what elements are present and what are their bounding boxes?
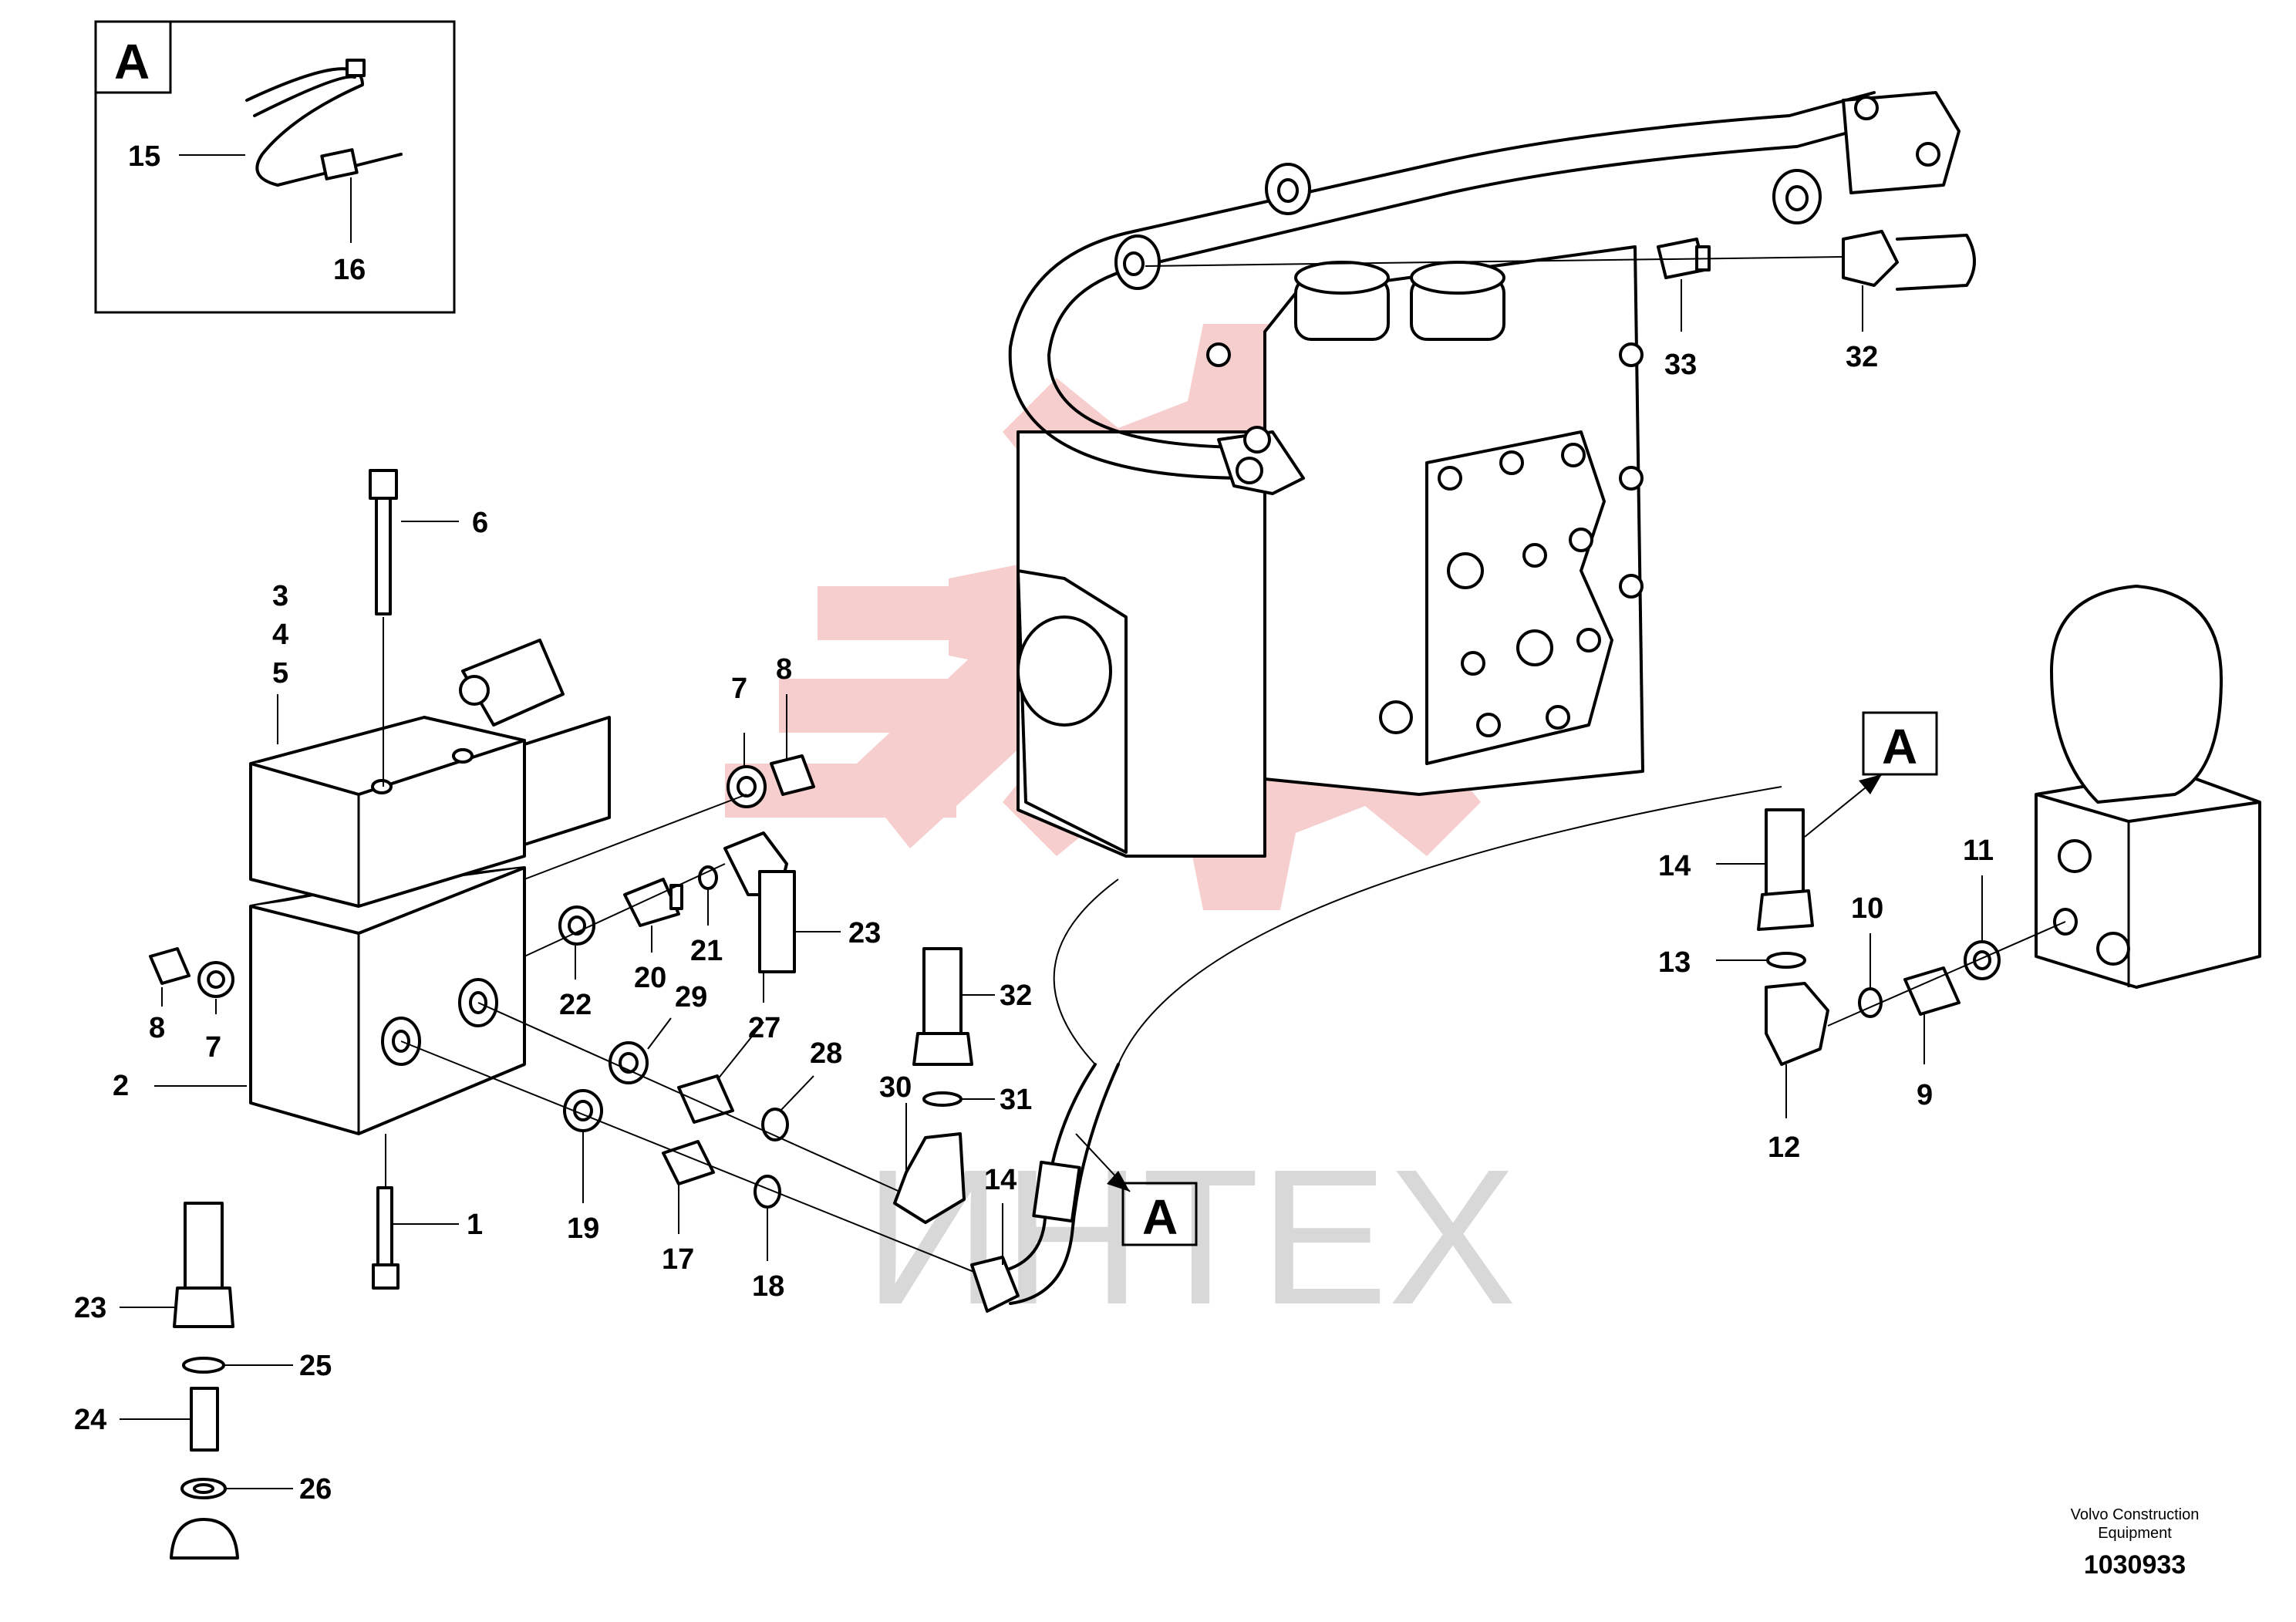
callout-9: 9 [1917, 1079, 1933, 1111]
callout-12: 12 [1768, 1131, 1800, 1164]
callout-33: 33 [1664, 349, 1697, 381]
callout-18: 18 [752, 1270, 784, 1303]
fitting-27-lower [677, 1074, 734, 1124]
callout-1: 1 [467, 1209, 483, 1241]
hose-23-lower [173, 1202, 234, 1328]
callout-8-left: 8 [149, 1012, 165, 1044]
fitting-24 [190, 1387, 219, 1452]
cable-tie-icon [245, 59, 403, 187]
elbow-27 [723, 831, 796, 973]
accumulator-block [2035, 585, 2261, 989]
callout-14-center: 14 [984, 1164, 1017, 1196]
callout-10: 10 [1851, 892, 1883, 925]
solenoid-valve [249, 639, 611, 1135]
callout-7-right: 7 [731, 673, 747, 705]
callout-3: 3 [272, 580, 288, 612]
callout-20: 20 [634, 962, 666, 994]
washer-22 [558, 905, 595, 946]
credit-line-1: Volvo Construction [2071, 1506, 2200, 1523]
callout-30: 30 [879, 1071, 912, 1104]
bolt-1 [372, 1186, 400, 1290]
credit-block: Volvo Construction Equipment 1030933 [2071, 1506, 2200, 1580]
callout-2: 2 [113, 1070, 129, 1102]
washer-26 [180, 1478, 227, 1499]
main-control-valve [1017, 245, 1644, 858]
callout-24: 24 [74, 1404, 106, 1436]
washer-7-right [727, 765, 767, 808]
svg-text:A: A [1142, 1189, 1178, 1245]
fitting-20 [623, 878, 683, 927]
credit-line-2: Equipment [2098, 1525, 2172, 1542]
callout-15: 15 [128, 140, 160, 173]
callout-7-left: 7 [205, 1031, 221, 1064]
callout-6: 6 [472, 507, 488, 539]
callout-28: 28 [810, 1037, 842, 1070]
callout-21: 21 [690, 935, 723, 967]
callout-14-right: 14 [1658, 850, 1691, 882]
watermark-text: ИНТЕХ [864, 1129, 1516, 1344]
fitting-32-top [1842, 230, 1976, 291]
callout-13: 13 [1658, 946, 1691, 979]
port-base [170, 1518, 239, 1560]
hydraulic-pipe [1008, 91, 1961, 495]
oring-13 [1766, 952, 1806, 969]
washer-19 [563, 1089, 603, 1132]
hose-14-right [1757, 808, 1814, 931]
callout-17: 17 [662, 1243, 694, 1276]
callout-32-lower: 32 [1000, 980, 1032, 1012]
oring-21 [698, 865, 718, 890]
washer-7-left [197, 961, 234, 998]
leader-lines [120, 279, 1983, 1489]
callout-32-top: 32 [1846, 341, 1878, 373]
elbow-12 [1765, 982, 1829, 1066]
callout-27: 27 [748, 1012, 781, 1044]
inset-ref-label: A [114, 34, 150, 89]
oring-31 [922, 1091, 963, 1107]
callout-25: 25 [299, 1350, 332, 1382]
callout-19: 19 [567, 1212, 599, 1245]
fitting-17 [662, 1140, 715, 1185]
callout-22: 22 [559, 989, 592, 1021]
washer-11 [1964, 940, 2001, 980]
callout-5: 5 [272, 657, 288, 690]
hose-32-lower [912, 947, 973, 1066]
callout-26: 26 [299, 1473, 332, 1506]
svg-text:A: A [1882, 719, 1917, 774]
washer-29 [609, 1041, 649, 1084]
callout-23-upper: 23 [848, 917, 881, 949]
oring-10 [1858, 987, 1883, 1018]
fitting-9 [1903, 966, 1961, 1016]
ref-marker-a-right: A [1804, 711, 1938, 838]
callout-31: 31 [1000, 1084, 1032, 1116]
callout-29: 29 [675, 981, 707, 1013]
callout-23-lower: 23 [74, 1292, 106, 1324]
callout-8-right: 8 [776, 653, 792, 686]
plug-8-left [149, 947, 190, 985]
plug-8-right [770, 754, 815, 796]
hose-14-center [970, 786, 1782, 1313]
inset-detail-a: A [94, 20, 456, 314]
valve-ports [1379, 342, 1644, 737]
document-number: 1030933 [2084, 1550, 2186, 1580]
ref-marker-a-center: A [1075, 1133, 1198, 1246]
callout-11: 11 [1963, 835, 1994, 867]
callout-numbers: 1 2 3 4 5 6 7 7 8 8 9 10 11 12 13 14 14 … [74, 140, 1994, 1506]
callout-4: 4 [272, 619, 288, 651]
bolt-6 [369, 469, 398, 615]
callout-16: 16 [333, 254, 366, 286]
oring-25 [182, 1357, 225, 1374]
